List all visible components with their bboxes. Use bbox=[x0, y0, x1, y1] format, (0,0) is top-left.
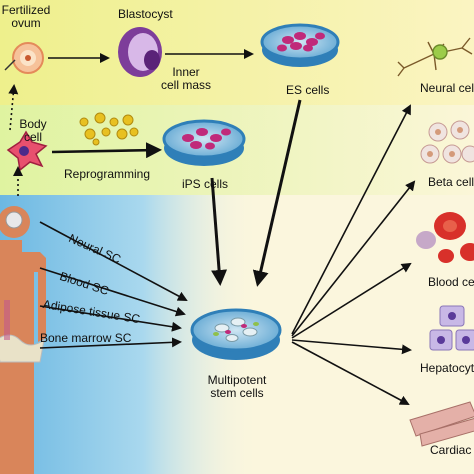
label-fertilized-ovum: Fertilized ovum bbox=[1, 3, 51, 30]
hepatocyte-icon bbox=[429, 305, 474, 351]
label-ips-cells: iPS cells bbox=[182, 177, 229, 191]
label-beta-cells: Beta cells bbox=[428, 175, 474, 189]
label-blastocyst: Blastocyst bbox=[118, 7, 173, 21]
multipotent-dish-icon bbox=[190, 308, 282, 360]
label-blood-cells: Blood cells bbox=[428, 275, 474, 289]
label-inner-cell-mass: Inner cell mass bbox=[160, 65, 211, 92]
blastocyst-icon bbox=[118, 27, 162, 77]
fertilized-ovum-icon bbox=[4, 42, 44, 74]
label-neural-cells: Neural cells bbox=[420, 81, 474, 95]
reprogramming-factors-icon bbox=[79, 112, 139, 146]
label-multipotent-stem-cells: Multipotent stem cells bbox=[207, 373, 267, 400]
label-bone-marrow-sc: Bone marrow SC bbox=[40, 331, 132, 345]
neural-cell-icon bbox=[397, 37, 473, 77]
human-body-icon bbox=[0, 206, 46, 474]
label-body-cell: Body cell bbox=[19, 117, 47, 144]
blood-cell-icon bbox=[416, 212, 474, 263]
label-cardiac: Cardiac c bbox=[430, 443, 474, 457]
label-es-cells: ES cells bbox=[286, 83, 330, 97]
beta-cell-icon bbox=[420, 120, 474, 164]
label-reprogramming: Reprogramming bbox=[64, 167, 151, 181]
label-hepatocytes: Hepatocytes bbox=[420, 361, 474, 375]
top-band bbox=[0, 0, 474, 105]
es-cells-dish-icon bbox=[260, 23, 340, 67]
arrows bbox=[8, 49, 416, 405]
ips-cells-dish-icon bbox=[162, 119, 246, 166]
cardiac-cell-icon bbox=[409, 401, 474, 447]
